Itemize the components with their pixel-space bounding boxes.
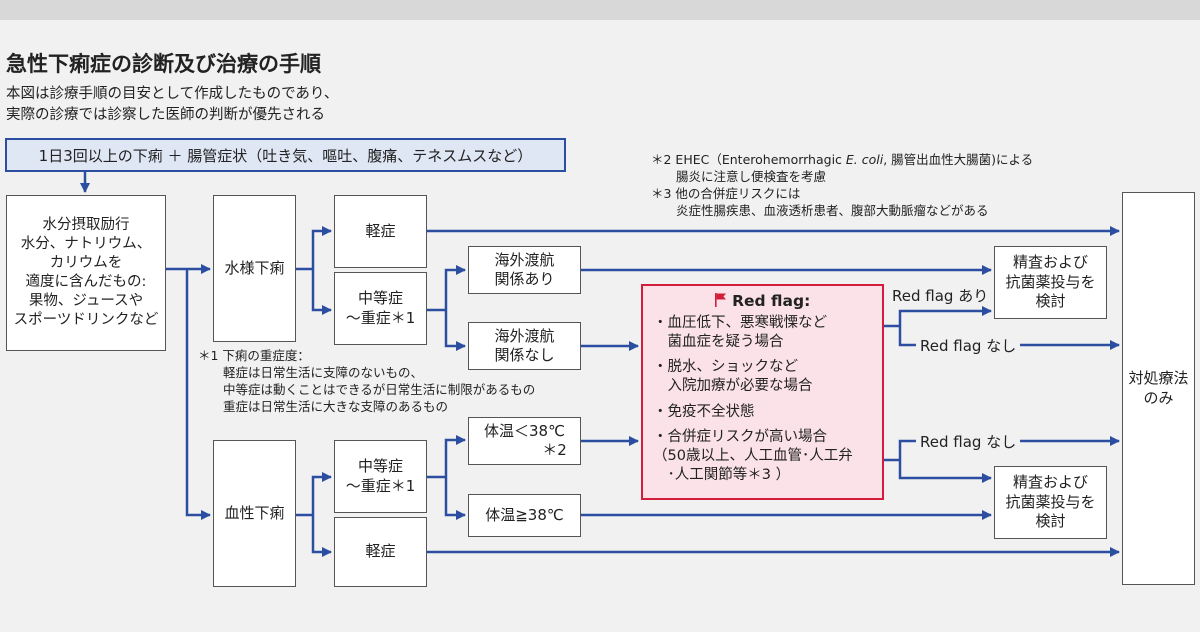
- note-3: ＊3 他の合併症リスクには 炎症性腸疾患、血液透析患者、腹部大動脈瘤などがある: [651, 186, 989, 218]
- red-flag-item: ・免疫不全状態: [653, 403, 755, 420]
- arrow-rf-to-detail-bottom: [898, 460, 992, 483]
- note-2-suffix: , 腸管出血性大腸菌)による: [883, 152, 1034, 167]
- red-flag-title: Red flag:: [653, 292, 872, 310]
- arrow-bloody-to-moderate: [311, 472, 332, 515]
- arrow-to-temp-high: [444, 477, 466, 520]
- flag-icon: [714, 293, 726, 307]
- page-title: 急性下痢症の診断及び治療の手順: [6, 52, 321, 76]
- arrow-to-travel-yes: [444, 265, 466, 310]
- red-flag-item: ・血圧低下、悪寒戦慄など 菌血症を疑う場合: [653, 315, 827, 351]
- red-flag-item: ・脱水、ショックなど 入院加療が必要な場合: [653, 359, 813, 395]
- arrow-to-bloody: [185, 269, 211, 520]
- label-red-flag-no-bottom: Red flag なし: [916, 431, 1021, 452]
- label-red-flag-no-top: Red flag なし: [916, 335, 1021, 356]
- arrow-rf-no-top: [898, 326, 1120, 350]
- arrow-watery-to-moderate: [311, 269, 332, 315]
- note-2-prefix: ＊2 EHEC（Enterohemorrhagic: [651, 152, 846, 167]
- red-flag-item: ・合併症リスクが高い場合 （50歳以上、人工血管･人工弁 ･人工関節等＊3 ）: [653, 428, 853, 483]
- node-detail-bottom: 精査および 抗菌薬投与を 検討: [994, 466, 1107, 539]
- node-detail-top: 精査および 抗菌薬投与を 検討: [994, 246, 1107, 319]
- node-mild-top: 軽症: [334, 195, 427, 268]
- label-red-flag-yes: Red flag あり: [888, 285, 993, 306]
- node-temp-low: 体温＜38℃ ＊2: [468, 417, 581, 465]
- node-bloody-diarrhea: 血性下痢: [213, 440, 296, 587]
- red-flag-box: Red flag: ・血圧低下、悪寒戦慄など 菌血症を疑う場合 ・脱水、ショック…: [641, 284, 884, 500]
- arrow-to-travel-no: [444, 310, 466, 351]
- arrow-watery-to-mild: [311, 226, 332, 269]
- node-temp-high: 体温≧38℃: [468, 494, 581, 537]
- note-1: ＊1 下痢の重症度： 軽症は日常生活に支障のないもの、 中等症は動くことはできる…: [198, 348, 536, 414]
- arrow-rf-no-bottom: [898, 436, 1120, 460]
- page-subtitle: 本図は診療手順の目安として作成したものであり、 実際の診療では診察した医師の判断…: [6, 86, 339, 124]
- node-travel-no: 海外渡航 関係なし: [468, 322, 581, 370]
- node-mild-bottom: 軽症: [334, 517, 427, 587]
- arrow-rf-yes: [898, 306, 992, 326]
- note-2: ＊2 EHEC（Enterohemorrhagic E. coli, 腸管出血性…: [651, 152, 1033, 186]
- node-symptomatic-only: 対処療法 のみ: [1122, 192, 1195, 585]
- top-bar: [0, 0, 1200, 20]
- node-moderate-bottom: 中等症 〜重症＊1: [334, 440, 427, 513]
- red-flag-title-text: Red flag:: [732, 292, 811, 310]
- note-2-italic: E. coli: [845, 152, 884, 167]
- arrow-to-temp-low: [444, 435, 466, 477]
- arrow-bloody-to-mild: [311, 515, 332, 557]
- node-moderate-top: 中等症 〜重症＊1: [334, 272, 427, 345]
- node-watery-diarrhea: 水様下痢: [213, 195, 296, 342]
- note-2-line2: 腸炎に注意し便検査を考慮: [676, 168, 827, 184]
- entry-criteria-box: 1日3回以上の下痢 ＋ 腸管症状（吐き気、嘔吐、腹痛、テネスムスなど）: [5, 138, 566, 172]
- node-rehydration: 水分摂取励行 水分、ナトリウム、 カリウムを 適度に含んだもの: 果物、ジュース…: [6, 195, 166, 351]
- node-travel-yes: 海外渡航 関係あり: [468, 246, 581, 294]
